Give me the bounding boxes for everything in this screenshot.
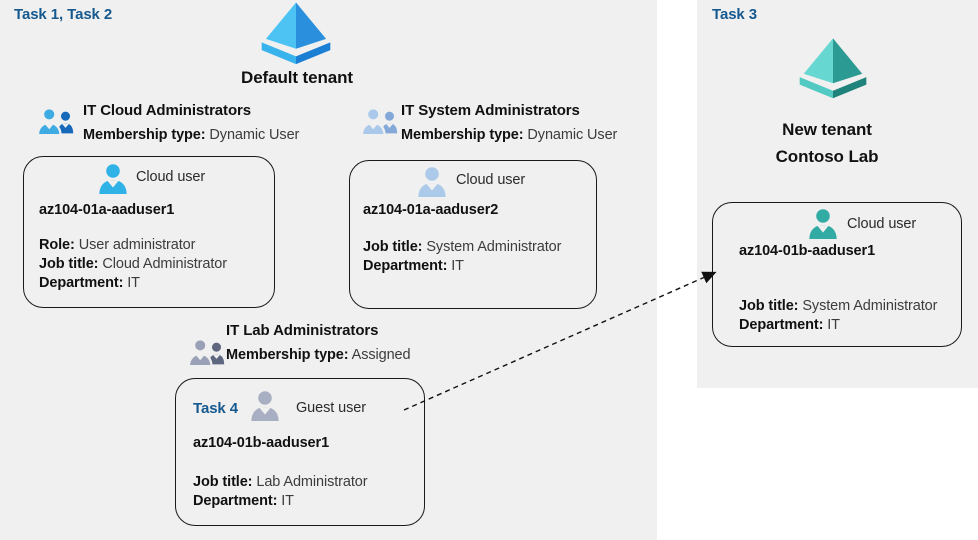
field-value: IT: [127, 275, 140, 291]
default-tenant-title: Default tenant: [241, 68, 353, 87]
field-label: Role:: [39, 237, 75, 253]
group-membership: Membership type: Dynamic User: [83, 127, 299, 143]
user-type-label: Guest user: [296, 400, 366, 416]
field-value: User administrator: [78, 237, 196, 253]
back-person: [208, 342, 225, 365]
user-type-label: Cloud user: [456, 172, 526, 188]
group-membership: Membership type: Dynamic User: [401, 127, 617, 143]
task-4-label: Task 4: [193, 400, 238, 417]
pyramid-left-face: [803, 38, 833, 84]
membership-label: Membership type:: [401, 127, 524, 143]
user-card: Cloud user az104-01a-aaduser2 Job title:…: [349, 160, 597, 309]
pyramid-band-left: [261, 42, 296, 65]
pyramid-left-face: [265, 2, 296, 49]
field-value: IT: [451, 258, 464, 274]
user-name: az104-01b-aaduser1: [193, 435, 330, 451]
cloud-user-icon: [418, 167, 446, 198]
user-fields: Role: User administrator Job title: Clou…: [39, 236, 227, 293]
group-name: IT Cloud Administrators: [83, 102, 251, 119]
azure-ad-tenant-icon: [799, 38, 867, 99]
default-tenant-panel: [0, 0, 657, 540]
field-label: Job title:: [193, 474, 253, 490]
membership-value: Assigned: [351, 347, 411, 363]
membership-label: Membership type:: [83, 127, 206, 143]
new-tenant-title-line2: Contoso Lab: [775, 147, 879, 166]
back-person: [381, 111, 398, 134]
task-1-2-label: Task 1, Task 2: [14, 6, 113, 23]
field-line: Department: IT: [739, 316, 937, 335]
azure-ad-tenant-icon: [261, 2, 331, 65]
field-label: Department:: [739, 317, 824, 333]
user-fields: Job title: System Administrator Departme…: [739, 297, 937, 335]
user-card: Cloud user az104-01a-aaduser1 Role: User…: [23, 156, 275, 308]
membership-value: Dynamic User: [209, 127, 300, 143]
field-line: Job title: System Administrator: [363, 238, 561, 257]
cloud-user-icon: [99, 164, 127, 195]
field-line: Job title: Cloud Administrator: [39, 255, 227, 274]
guest-user-card: Task 4 Guest user az104-01b-aaduser1 Job…: [175, 378, 425, 526]
field-value: System Administrator: [426, 239, 562, 255]
field-label: Department:: [363, 258, 448, 274]
front-person: [188, 338, 213, 368]
user-name: az104-01a-aaduser2: [363, 202, 499, 218]
guest-user-icon: [251, 391, 279, 422]
user-fields: Job title: System Administrator Departme…: [363, 238, 561, 276]
user-name: az104-01a-aaduser1: [39, 202, 175, 218]
field-label: Job title:: [739, 298, 799, 314]
user-card: Cloud user az104-01b-aaduser1 Job title:…: [712, 202, 962, 347]
user-group-icon: [361, 107, 398, 137]
field-value: Cloud Administrator: [102, 256, 227, 272]
group-membership: Membership type: Assigned: [226, 347, 411, 363]
field-value: IT: [827, 317, 840, 333]
field-label: Department:: [39, 275, 124, 291]
field-value: System Administrator: [802, 298, 938, 314]
field-label: Department:: [193, 493, 278, 509]
field-label: Job title:: [39, 256, 99, 272]
user-type-label: Cloud user: [136, 169, 206, 185]
field-line: Department: IT: [39, 274, 227, 293]
field-line: Department: IT: [193, 492, 368, 511]
user-group-icon: [188, 338, 225, 368]
pyramid-band-left: [799, 77, 833, 99]
back-person: [57, 111, 74, 134]
front-person: [37, 107, 62, 137]
cloud-user-icon: [809, 209, 837, 240]
group-name: IT System Administrators: [401, 102, 580, 119]
field-line: Department: IT: [363, 257, 561, 276]
pyramid-band-right: [296, 42, 331, 65]
user-name: az104-01b-aaduser1: [739, 243, 876, 259]
front-person: [361, 107, 386, 137]
field-line: Job title: Lab Administrator: [193, 473, 368, 492]
membership-value: Dynamic User: [527, 127, 618, 143]
field-line: Job title: System Administrator: [739, 297, 937, 316]
user-fields: Job title: Lab Administrator Department:…: [193, 473, 368, 511]
pyramid-band-right: [833, 77, 867, 99]
membership-label: Membership type:: [226, 347, 349, 363]
field-value: Lab Administrator: [256, 474, 368, 490]
task-3-label: Task 3: [712, 6, 757, 23]
user-group-icon: [37, 107, 74, 137]
field-value: IT: [281, 493, 294, 509]
user-type-label: Cloud user: [847, 216, 917, 232]
group-name: IT Lab Administrators: [226, 322, 379, 339]
new-tenant-title-line1: New tenant: [782, 120, 872, 139]
field-label: Job title:: [363, 239, 423, 255]
pyramid-right-face: [296, 2, 327, 49]
field-line: Role: User administrator: [39, 236, 227, 255]
pyramid-right-face: [833, 38, 863, 84]
